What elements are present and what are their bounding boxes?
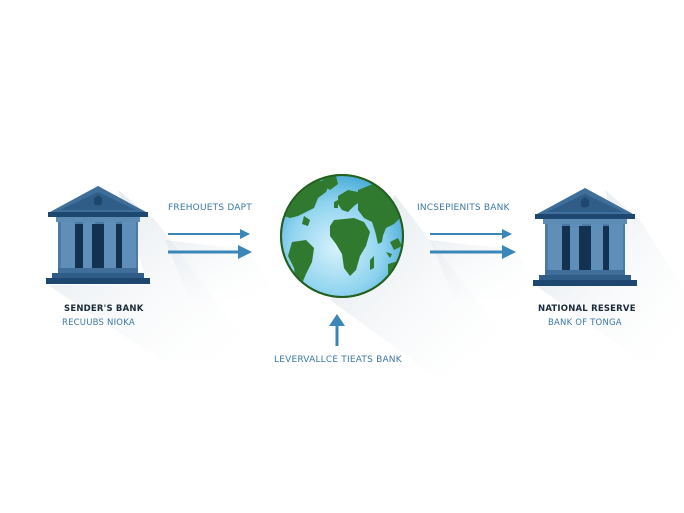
globe-icon bbox=[280, 174, 404, 298]
arrow-right-icon bbox=[430, 245, 516, 259]
left-arrows bbox=[168, 229, 252, 259]
left-flow-label: FREHOUETS DAPT bbox=[168, 203, 252, 213]
bottom-flow-label: LEVERVALLCE TIEATS BANK bbox=[274, 355, 402, 365]
recipient-arrow-shadow bbox=[430, 240, 545, 300]
arrow-right-icon bbox=[168, 245, 252, 259]
recipient-bank-subtitle: BANK OF TONGA bbox=[548, 318, 622, 328]
sender-bank-shadow bbox=[48, 190, 260, 360]
recipient-bank-icon bbox=[533, 188, 637, 286]
sender-arrow-shadow bbox=[165, 240, 280, 300]
right-flow-label: INCSEPIENITS BANK bbox=[417, 203, 510, 213]
sender-bank-subtitle: RECUUBS NIOKA bbox=[62, 318, 135, 328]
recipient-bank-name: NATIONAL RESERVE bbox=[538, 304, 636, 314]
arrow-right-icon bbox=[430, 229, 512, 239]
sender-bank-icon bbox=[46, 186, 150, 284]
arrow-right-icon bbox=[168, 229, 250, 239]
arrow-up-icon bbox=[329, 314, 345, 346]
recipient-bank-shadow bbox=[535, 190, 684, 360]
sender-bank-name: SENDER'S BANK bbox=[64, 304, 144, 314]
right-arrows bbox=[430, 229, 516, 259]
